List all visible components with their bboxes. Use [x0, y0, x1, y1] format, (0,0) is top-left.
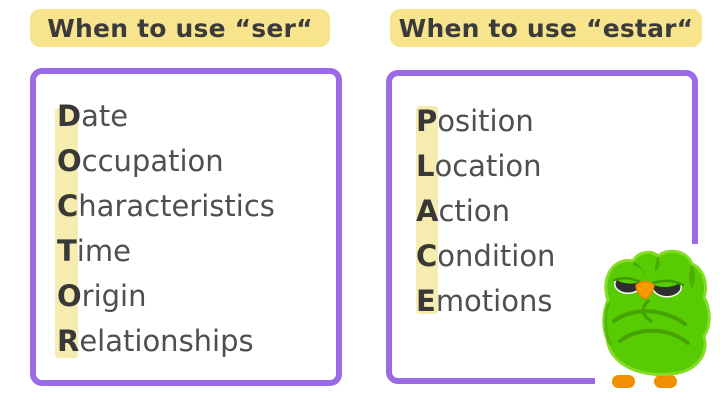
list-item: Relationships	[57, 319, 275, 364]
mnemonic-rest: ondition	[437, 239, 556, 273]
mnemonic-rest: motions	[435, 284, 553, 318]
list-item: Origin	[57, 274, 275, 319]
mnemonic-letter: D	[57, 99, 82, 133]
place-acronym-highlight	[416, 106, 438, 314]
estar-header-label: When to use “estar“	[398, 13, 694, 43]
duo-owl-svg	[602, 249, 711, 388]
ser-mnemonic-list: Date Occupation Characteristics Time Ori…	[57, 94, 275, 364]
mnemonic-letter: T	[57, 234, 77, 268]
list-item: Location	[416, 144, 555, 189]
duo-owl-mascot-icon	[595, 244, 720, 404]
mnemonic-rest: rigin	[81, 279, 147, 313]
ser-header-pill: When to use “ser“	[30, 9, 330, 47]
list-item: Action	[416, 189, 555, 234]
mnemonic-rest: ccupation	[81, 144, 224, 178]
list-item: Time	[57, 229, 275, 274]
mnemonic-letter: O	[57, 279, 82, 313]
mnemonic-letter: P	[416, 104, 438, 138]
list-item: Date	[57, 94, 275, 139]
mnemonic-rest: ction	[438, 194, 510, 228]
mnemonic-rest: ocation	[434, 149, 542, 183]
mnemonic-letter: R	[57, 324, 80, 358]
list-item: Condition	[416, 234, 555, 279]
list-item: Emotions	[416, 279, 555, 324]
mnemonic-letter: A	[416, 194, 439, 228]
ser-box: Date Occupation Characteristics Time Ori…	[30, 68, 342, 386]
estar-header-pill: When to use “estar“	[390, 9, 702, 47]
mnemonic-rest: ime	[76, 234, 131, 268]
mnemonic-letter: C	[416, 239, 438, 273]
doctor-acronym-highlight	[55, 108, 78, 358]
mnemonic-rest: haracteristics	[78, 189, 275, 223]
list-item: Occupation	[57, 139, 275, 184]
mnemonic-letter: O	[57, 144, 82, 178]
mnemonic-rest: ate	[81, 99, 129, 133]
mnemonic-letter: L	[416, 149, 435, 183]
mnemonic-letter: C	[57, 189, 79, 223]
mnemonic-rest: osition	[437, 104, 534, 138]
mnemonic-rest: elationships	[79, 324, 254, 358]
mnemonic-letter: E	[416, 284, 436, 318]
list-item: Position	[416, 99, 555, 144]
estar-mnemonic-list: Position Location Action Condition Emoti…	[416, 99, 555, 324]
list-item: Characteristics	[57, 184, 275, 229]
ser-header-label: When to use “ser“	[47, 13, 313, 43]
